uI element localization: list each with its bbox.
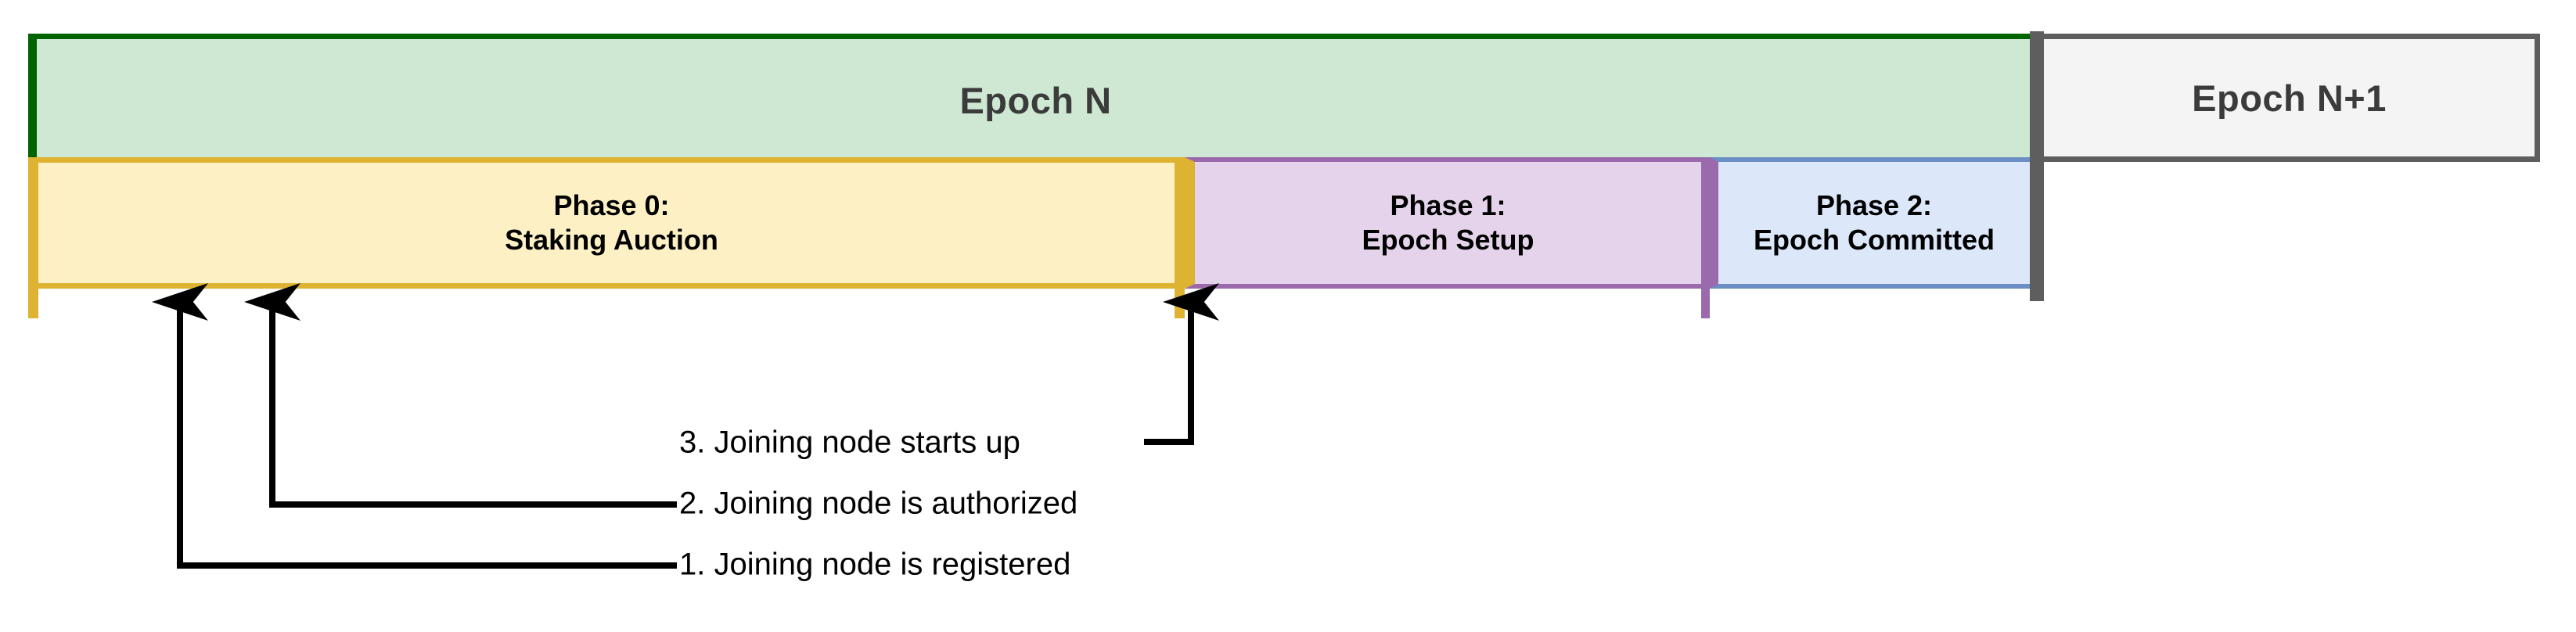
phase-0-line-1: Phase 0: <box>553 189 670 222</box>
phase-1-label: Phase 1: Epoch Setup <box>1362 189 1534 257</box>
epoch-n-block: Epoch N <box>28 34 2035 162</box>
epoch-n-plus-1-label: Epoch N+1 <box>2192 77 2387 119</box>
callout-1-label: 1. Joining node is registered <box>679 547 1071 582</box>
callout-2-label: 2. Joining node is authorized <box>679 486 1078 521</box>
callout-3-leader <box>1144 283 1219 445</box>
phase-2-label: Phase 2: Epoch Committed <box>1754 189 1995 257</box>
phase-2-line-2: Epoch Committed <box>1753 224 1995 256</box>
phase-2-line-1: Phase 2: <box>1815 189 1933 222</box>
epoch-n-plus-1-block: Epoch N+1 <box>2044 34 2540 162</box>
phase-2-block: Phase 2: Epoch Committed <box>1710 157 2030 289</box>
callout-3-label: 3. Joining node starts up <box>679 425 1020 460</box>
callout-1-leader <box>152 283 677 569</box>
epoch-boundary-divider <box>2030 31 2044 301</box>
phase-1-line-2: Epoch Setup <box>1362 224 1534 256</box>
epoch-n-label: Epoch N <box>959 80 1112 121</box>
phase-0-line-2: Staking Auction <box>505 224 718 256</box>
phase-0-block: Phase 0: Staking Auction <box>28 157 1185 289</box>
phase-1-block: Phase 1: Epoch Setup <box>1185 157 1701 289</box>
phase-0-phase-1-divider <box>1175 157 1185 318</box>
callout-2-leader <box>244 283 677 508</box>
phase-0-label: Phase 0: Staking Auction <box>505 189 718 257</box>
phase-1-phase-2-divider <box>1701 157 1710 318</box>
phase-1-line-1: Phase 1: <box>1390 189 1506 222</box>
